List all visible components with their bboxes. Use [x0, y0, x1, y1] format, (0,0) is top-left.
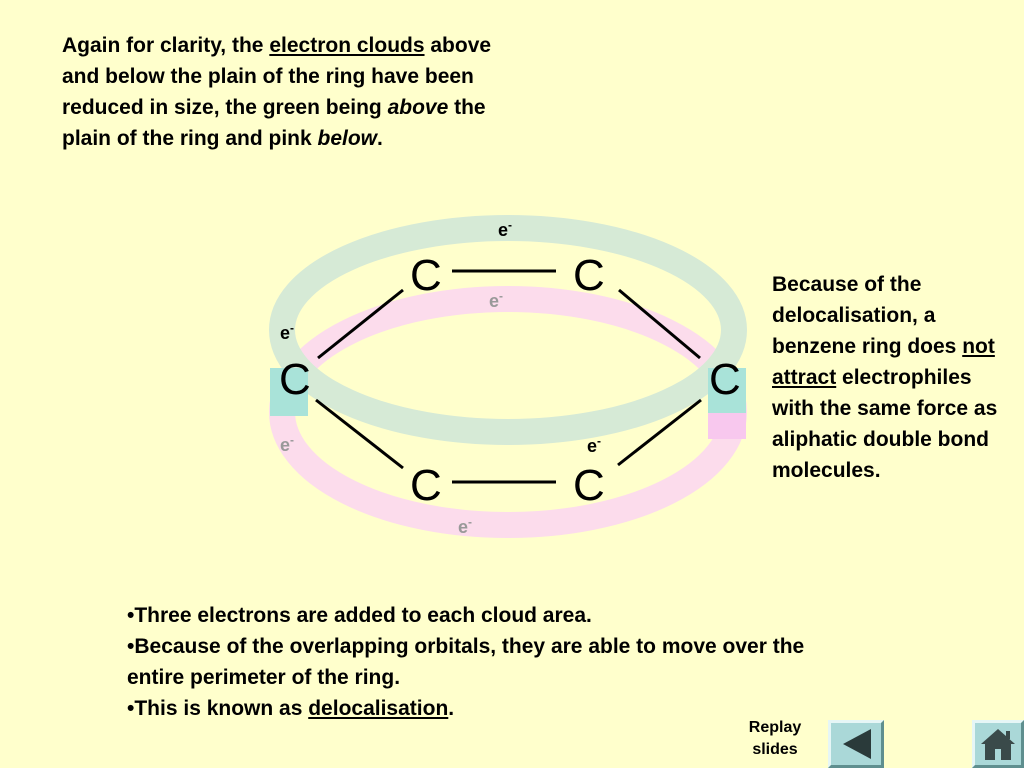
electron-right-lower: e- [587, 434, 601, 456]
svg-text:e-: e- [458, 515, 472, 537]
bullet-part: •This is known as [127, 697, 309, 720]
side-part: electrophiles with the same force as ali… [772, 366, 998, 482]
svg-text:e-: e- [489, 289, 503, 311]
bond-lower-right [617, 398, 702, 467]
side-part: Because of the delocalisation, a benzene… [772, 273, 963, 358]
electron-top: e- [498, 218, 512, 240]
delocalisation-link[interactable]: delocalisation [308, 697, 449, 720]
electron-left-lower: e- [280, 433, 294, 455]
bullet-list: •Three electrons are added to each cloud… [127, 600, 807, 724]
triangle-left-icon [843, 729, 871, 759]
intro-part: above and below the plain of the ring ha… [62, 34, 492, 119]
replay-slides-button[interactable] [828, 720, 884, 768]
svg-text:e-: e- [587, 434, 601, 456]
carbon-atom-bottom-right: C [573, 461, 605, 510]
bullet-item-2: •Because of the overlapping orbitals, th… [127, 635, 805, 689]
intro-part: , the green being [213, 96, 388, 119]
carbon-atom-bottom-left: C [410, 461, 442, 510]
electron-bottom: e- [458, 515, 472, 537]
replay-label-line1: Replay [748, 719, 802, 736]
not-attract-link[interactable]: not attract [772, 335, 995, 389]
cloud-overlap-left [270, 368, 308, 416]
intro-part: the plain of the ring and pink [62, 96, 486, 150]
carbon-atom-right: C [709, 355, 741, 404]
electron-clouds-link[interactable]: electron clouds [269, 34, 425, 57]
svg-text:e-: e- [280, 321, 294, 343]
bond-lower-left [315, 398, 404, 470]
bond-upper-right [618, 288, 701, 360]
svg-text:e-: e- [280, 433, 294, 455]
home-icon [981, 729, 1015, 760]
intro-part: . [377, 127, 383, 150]
replay-slides-label: Replay slides [730, 717, 820, 761]
cloud-pink-right [708, 413, 746, 439]
intro-emphasis-above: above [387, 96, 449, 119]
replay-label-line2: slides [752, 741, 798, 758]
carbon-atom-top-right: C [573, 251, 605, 300]
carbon-atom-top-left: C [410, 251, 442, 300]
bond-upper-left [317, 288, 404, 360]
intro-part: Again for clarity, the [62, 34, 270, 57]
bullet-item-1: •Three electrons are added to each cloud… [127, 604, 592, 627]
bullet-part: . [448, 697, 455, 720]
intro-text: Again for clarity, the electron clouds a… [62, 30, 532, 154]
carbon-atom-left: C [279, 355, 311, 404]
green-electron-cloud [269, 215, 747, 445]
svg-text:e-: e- [498, 218, 512, 240]
cloud-overlap-right [708, 368, 746, 416]
electron-left: e- [280, 321, 294, 343]
bullet-item-3: •This is known as delocalisation. [127, 693, 807, 724]
side-explanation: Because of the delocalisation, a benzene… [772, 269, 1012, 486]
electron-top-inner: e- [489, 289, 503, 311]
intro-emphasis-below: below [317, 127, 378, 150]
home-button[interactable] [972, 720, 1024, 768]
